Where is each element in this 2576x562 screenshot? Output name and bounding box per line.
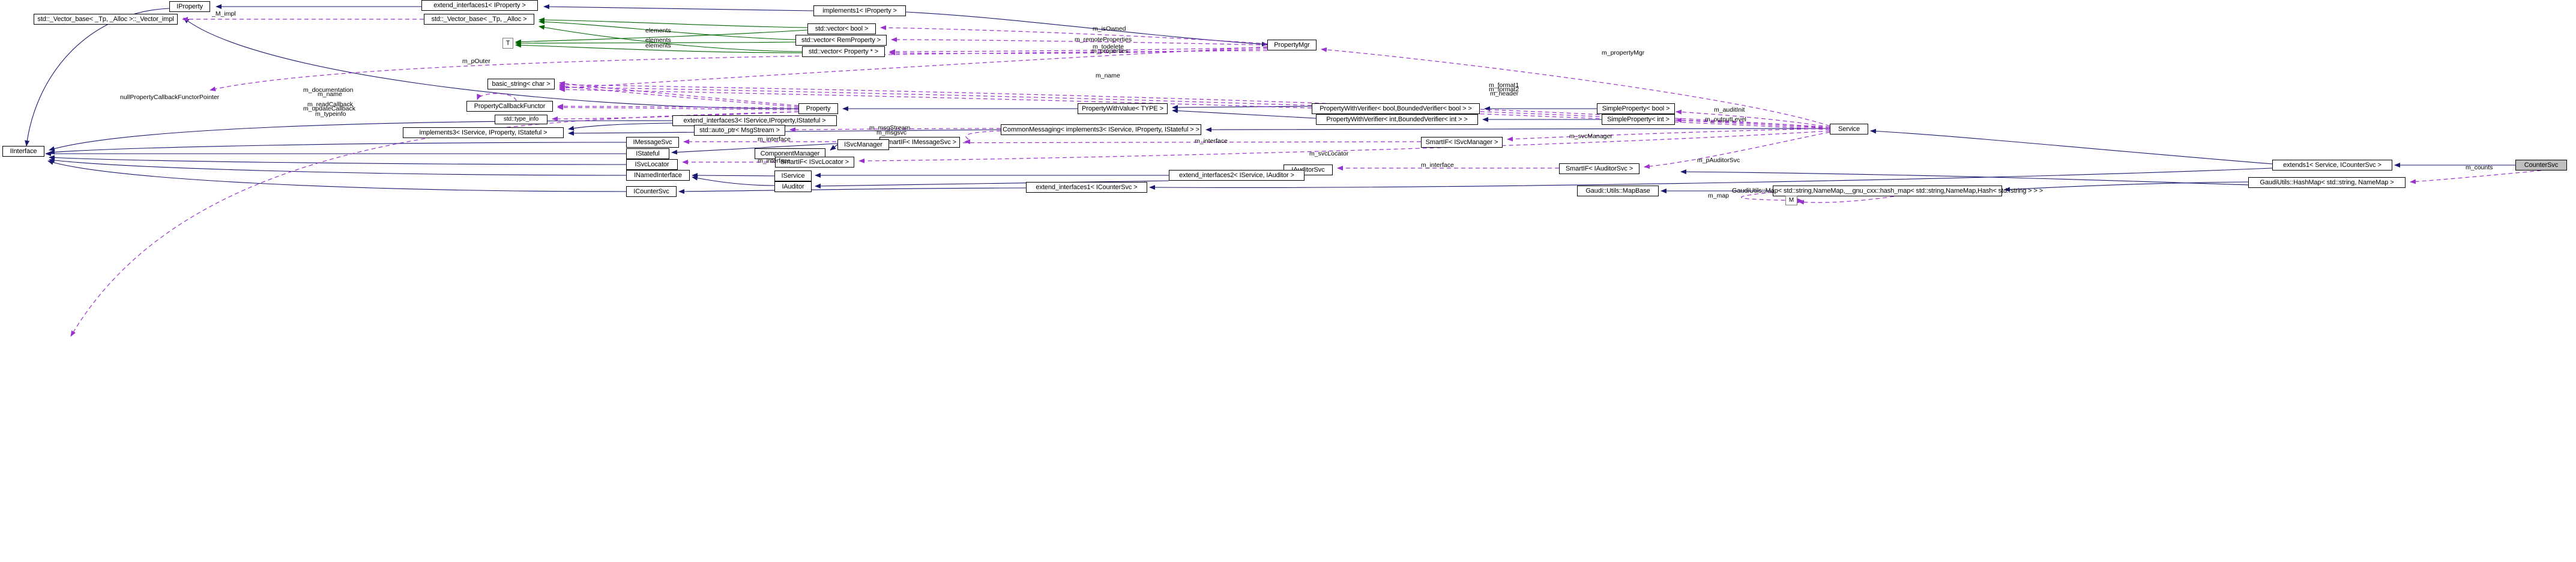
class-node-istateful[interactable]: IStateful <box>626 148 669 159</box>
class-node-propertymgr[interactable]: PropertyMgr <box>1267 40 1317 50</box>
class-node-service[interactable]: Service <box>1830 124 1868 134</box>
class-node-std_type_info[interactable]: std::type_info <box>495 115 547 124</box>
inheritance-edges <box>25 4 2515 194</box>
edge-label-m_msgStream: m_msgStream <box>869 124 911 131</box>
edge-label-m_remoteProperties: m_remoteProperties <box>1075 36 1132 43</box>
class-node-vector_impl[interactable]: std::_Vector_base< _Tp, _Alloc >::_Vecto… <box>34 14 178 25</box>
class-node-iproperty[interactable]: IProperty <box>169 1 210 12</box>
class-node-namedinterface[interactable]: INamedInterface <box>626 170 690 181</box>
class-node-iinterface[interactable]: IInterface <box>2 146 44 157</box>
edge-label-m_propertyMgr: m_propertyMgr <box>1602 49 1645 56</box>
class-node-commonmessaging[interactable]: CommonMessaging< implements3< IService, … <box>1001 124 1201 135</box>
edge-label-m_format2: m_format2 <box>1489 86 1519 93</box>
edge-label-m_documentation: m_documentation <box>303 86 354 94</box>
class-node-vector_remproperty[interactable]: std::vector< RemProperty > <box>795 35 887 46</box>
class-node-smartif_isvcmanager[interactable]: SmartIF< ISvcManager > <box>1421 137 1503 148</box>
class-node-extends1[interactable]: extends1< Service, ICounterSvc > <box>2272 160 2392 171</box>
edge-label-m_name_2: m_name <box>318 91 342 98</box>
class-node-simpleproperty_int[interactable]: SimpleProperty< int > <box>1602 114 1675 125</box>
class-node-smartif_isvclocator[interactable]: SmartIF< ISvcLocator > <box>775 157 854 168</box>
class-node-m_generic[interactable]: M <box>1785 196 1797 205</box>
edge-label-elements_3: elements <box>645 42 671 49</box>
class-node-vector_base[interactable]: std::_Vector_base< _Tp, _Alloc > <box>424 14 534 25</box>
class-node-pwv_int[interactable]: PropertyWithVerifier< int,BoundedVerifie… <box>1316 114 1478 125</box>
edge-label-m_impl: _M_impl <box>212 10 236 17</box>
class-node-icountersvc[interactable]: ICounterSvc <box>626 186 677 197</box>
edge-label-m_header: m_header <box>1490 90 1519 97</box>
edge-label-m_interface_4: m_interface <box>1421 162 1454 169</box>
class-node-implements3[interactable]: implements3< IService, IProperty, IState… <box>403 127 564 138</box>
edge-label-m_typeinfo: m_typeinfo <box>315 110 346 118</box>
class-node-countersvc[interactable]: CounterSvc <box>2515 160 2567 171</box>
edge-label-m_readCallback: m_readCallback <box>307 101 353 108</box>
edge-label-elements_2: elements <box>645 37 671 44</box>
class-node-imessagesvc[interactable]: IMessageSvc <box>626 137 679 148</box>
class-node-extif1_iproperty[interactable]: extend_interfaces1< IProperty > <box>421 0 538 11</box>
edge-label-m_isOwned: m_isOwned <box>1093 25 1126 32</box>
edge-label-m_pAuditorSvc: m_pAuditorSvc <box>1697 157 1740 164</box>
class-node-extif2[interactable]: extend_interfaces2< IService, IAuditor > <box>1169 170 1305 181</box>
edge-label-m_counts: m_counts <box>2466 164 2493 171</box>
edge-label-m_updateCallback: m_updateCallback <box>303 105 355 112</box>
class-node-simpleproperty_bool[interactable]: SimpleProperty< bool > <box>1597 103 1675 114</box>
class-node-gaudiutils_map[interactable]: GaudiUtils::Map< std::string,NameMap,__g… <box>1732 186 2043 196</box>
template-instantiation-edges <box>515 17 808 53</box>
class-node-property[interactable]: Property <box>798 103 838 114</box>
edge-label-m_interface_3: m_interface <box>758 157 791 165</box>
edge-label-nullPropertyCallbackFunctorPointer: nullPropertyCallbackFunctorPointer <box>120 94 220 101</box>
edge-label-m_interface_1: m_interface <box>758 136 791 143</box>
class-node-smartif_imessagesvc[interactable]: SmartIF< IMessageSvc > <box>879 137 960 148</box>
class-node-iauditor[interactable]: IAuditor <box>774 181 812 192</box>
edge-label-m_format1: m_format1 <box>1489 82 1519 89</box>
edge-label-elements_1: elements <box>645 27 671 34</box>
class-node-auto_ptr_msgstream[interactable]: std::auto_ptr< MsgStream > <box>694 125 785 136</box>
edge-label-m_interface_2: m_interface <box>1195 137 1228 145</box>
class-node-extif1_icountersvc[interactable]: extend_interfaces1< ICounterSvc > <box>1026 182 1147 193</box>
class-node-gaudiutils_hashmap[interactable]: GaudiUtils::HashMap< std::string, NameMa… <box>2248 177 2406 188</box>
class-node-pwv_bool[interactable]: PropertyWithVerifier< bool,BoundedVerifi… <box>1312 103 1480 114</box>
class-node-isvcmanager[interactable]: ISvcManager <box>837 139 889 150</box>
class-node-vector_bool[interactable]: std::vector< bool > <box>807 23 876 34</box>
edge-label-m_auditInit: m_auditInit <box>1714 106 1745 113</box>
edge-label-m_outputLevel: m_outputLevel <box>1705 116 1746 123</box>
class-node-propertycallbackfunctor[interactable]: PropertyCallbackFunctor <box>466 101 553 112</box>
class-node-vector_property_ptr[interactable]: std::vector< Property * > <box>802 46 885 57</box>
class-node-mapbase[interactable]: Gaudi::Utils::MapBase <box>1577 186 1659 196</box>
class-node-iservice[interactable]: IService <box>774 171 812 181</box>
edge-label-m_pOuter: m_pOuter <box>462 58 490 65</box>
edge-label-m_todelete: m_todelete <box>1093 43 1124 50</box>
edge-label-m_name_top: m_name <box>1096 72 1120 79</box>
class-node-basic_string_char[interactable]: basic_string< char > <box>487 79 555 89</box>
edge-label-m_svcManager: m_svcManager <box>1569 133 1612 140</box>
class-node-propertywithvalue[interactable]: PropertyWithValue< TYPE > <box>1078 103 1168 114</box>
class-node-t_param[interactable]: T <box>502 38 513 49</box>
class-node-isvclocator[interactable]: ISvcLocator <box>626 159 678 170</box>
edge-label-m_msgsvc: m_msgsvc <box>876 129 907 136</box>
edge-label-m_svcLocator: m_svcLocator <box>1309 150 1349 157</box>
class-node-implements1_iprop[interactable]: implements1< IProperty > <box>813 5 906 16</box>
edge-label-m_map: m_map <box>1708 192 1730 199</box>
edge-label-m_properties: m_properties <box>1091 47 1129 55</box>
usage-edges <box>70 17 2542 337</box>
class-node-smartif_iauditorsvc[interactable]: SmartIF< IAuditorSvc > <box>1559 163 1639 174</box>
